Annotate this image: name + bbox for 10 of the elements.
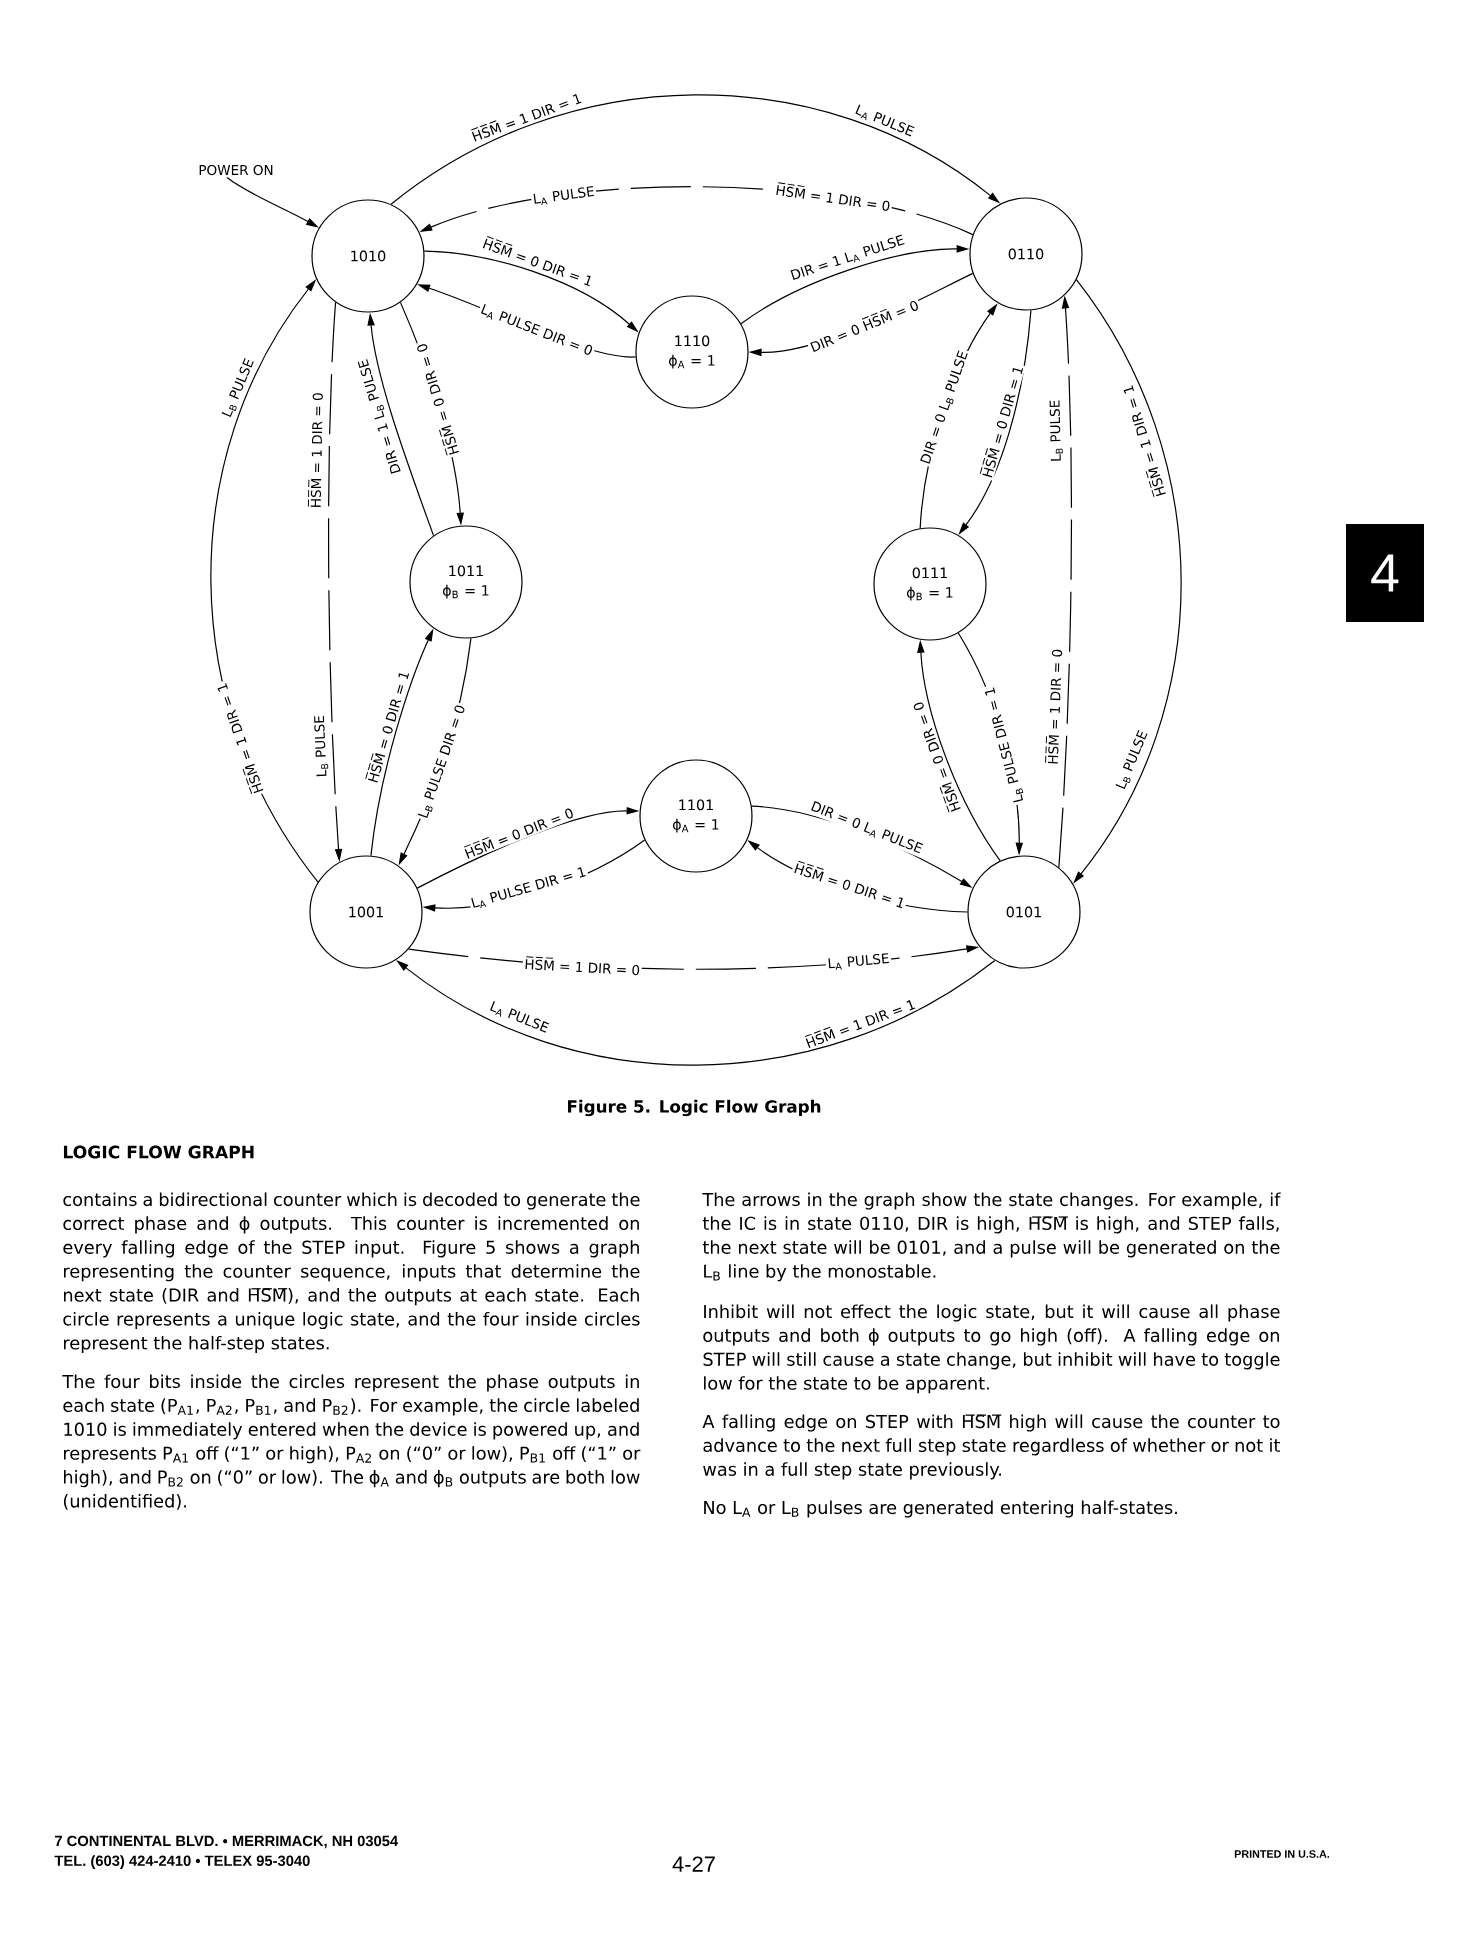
paragraph: contains a bidirectional counter which is decoded to generate the correct phase and ϕ outputs. This counter is incremented on every falling edge of the STEP input. Figure 5 shows a graph representing the counter sequence, inputs that determine the next state (DIR and H̅S̅M̅), and the outputs at each state. Each circle represents a unique logic state, and the four inside circles represent the half-step states. xyxy=(63,1192,640,1354)
section-tab: 4 xyxy=(1346,524,1424,622)
paragraph: No L$_{A}$ or L$_{B}$ pulses are generated entering half-states. xyxy=(704,1500,1177,1518)
paragraph: The four bits inside the circles represent the phase outputs in each state (P$_{A1}$, P$_{A2}$, P$_{B1}$, and P$_{B2}$). For example, the circle labeled 1010 is immediately entered when the device is powered up, and represents P$_{A1}$ off (“1” or high), P$_{A2}$ on (“0” or low), P$_{B1}$ off (“1” or high), and P$_{B2}$ on (“0” or low). The ϕ$_{A}$ and ϕ$_{B}$ outputs are both low (unidentified). xyxy=(62,1374,641,1510)
paragraph: A falling edge on STEP with H̅S̅M̅ high will cause the counter to advance to the next full step state regardless of whether or not it was in a full step state previously. xyxy=(702,1414,1280,1480)
page-number: 4-27 xyxy=(672,1856,715,1872)
paragraph: The arrows in the graph show the state changes. For example, if the IC is in state 0110, DIR is high, H̅S̅M̅ is high, and STEP falls, the next state will be 0101, and a pulse will be generated on the L$_{B}$ line by the monostable. xyxy=(702,1192,1281,1282)
figure-caption: Figure 5. Logic Flow Graph xyxy=(568,1099,821,1117)
paragraph: Inhibit will not effect the logic state, but it will cause all phase outputs and both ϕ outputs to go high (off). A falling edge on STEP will still cause a state change, but inhibit will have to toggle low for the state to be apparent. xyxy=(703,1304,1280,1394)
section-heading: LOGIC FLOW GRAPH xyxy=(63,1145,254,1159)
